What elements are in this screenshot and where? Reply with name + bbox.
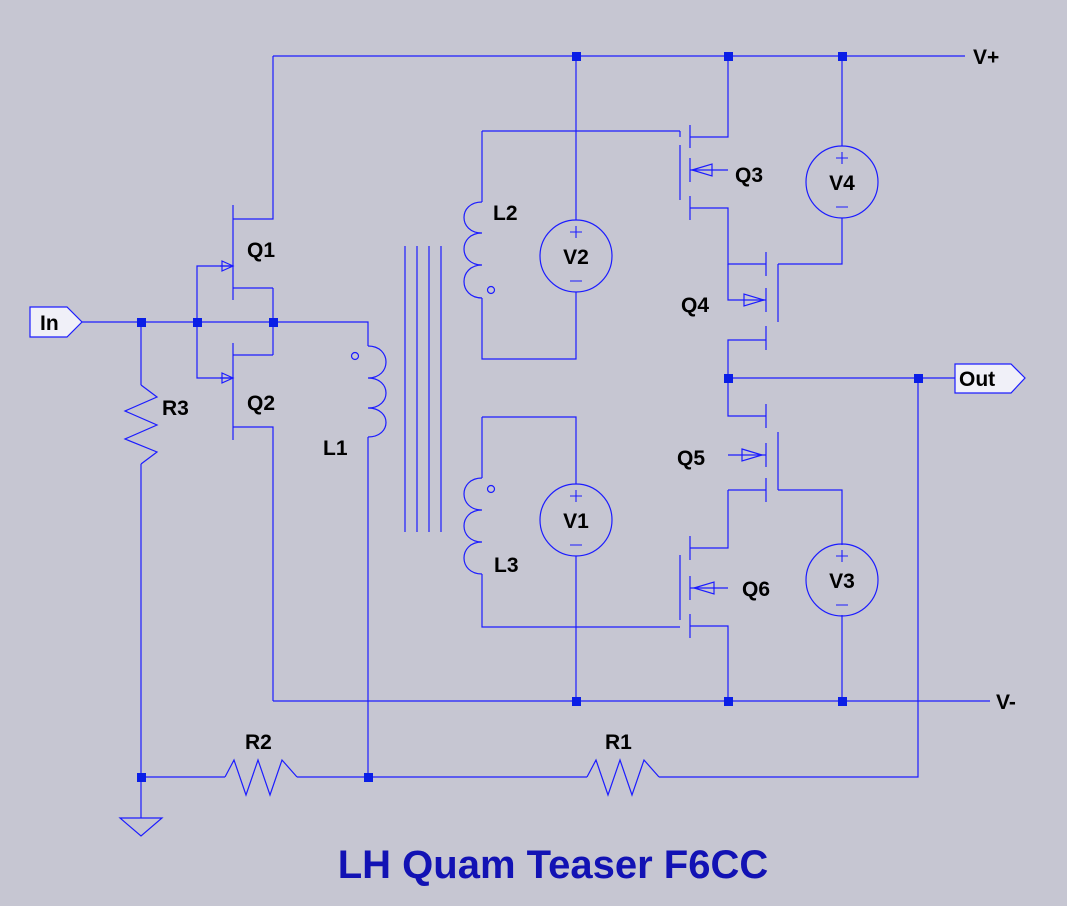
q1-label: Q1 bbox=[247, 239, 275, 262]
port-in-label: In bbox=[40, 312, 59, 335]
transformer-core bbox=[404, 246, 442, 532]
transistor-q1: Q1 bbox=[220, 205, 275, 300]
source-v4: V4 bbox=[805, 145, 879, 219]
v1-label: V1 bbox=[563, 510, 589, 533]
source-v2: V2 bbox=[539, 219, 613, 293]
v3-label: V3 bbox=[829, 570, 855, 593]
r1-label: R1 bbox=[605, 731, 632, 754]
resistor-r3: R3 bbox=[123, 384, 189, 465]
resistor-r2: R2 bbox=[224, 731, 298, 797]
r3-label: R3 bbox=[162, 397, 189, 420]
junction-nodes bbox=[137, 52, 923, 782]
q4-label: Q4 bbox=[681, 294, 709, 317]
v2-label: V2 bbox=[563, 246, 589, 269]
vminus-label: V- bbox=[996, 691, 1016, 714]
inductor-l2: L2 bbox=[463, 201, 518, 299]
resistor-r1: R1 bbox=[586, 731, 660, 797]
inductor-l3: L3 bbox=[463, 477, 519, 577]
source-v1: V1 bbox=[539, 483, 613, 557]
transistor-q2: Q2 bbox=[220, 343, 275, 440]
transistor-q6: Q6 bbox=[679, 536, 770, 638]
port-out: Out bbox=[954, 363, 1026, 394]
l3-label: L3 bbox=[494, 554, 519, 577]
l2-label: L2 bbox=[493, 202, 518, 225]
inductor-l1: L1 bbox=[323, 345, 387, 460]
l1-label: L1 bbox=[323, 437, 348, 460]
v4-label: V4 bbox=[829, 172, 855, 195]
q3-label: Q3 bbox=[735, 164, 763, 187]
wires bbox=[82, 55, 990, 818]
source-v3: V3 bbox=[805, 543, 879, 617]
transistor-q3: Q3 bbox=[679, 125, 763, 220]
transistor-q4: Q4 bbox=[681, 252, 779, 350]
transistor-q5: Q5 bbox=[677, 404, 779, 502]
r2-label: R2 bbox=[245, 731, 272, 754]
q5-label: Q5 bbox=[677, 447, 705, 470]
port-out-label: Out bbox=[959, 368, 995, 391]
ground-symbol bbox=[118, 817, 164, 837]
vplus-label: V+ bbox=[973, 46, 999, 69]
q6-label: Q6 bbox=[742, 578, 770, 601]
q2-label: Q2 bbox=[247, 392, 275, 415]
port-in: In bbox=[29, 306, 83, 338]
diagram-title: LH Quam Teaser F6CC bbox=[338, 843, 769, 887]
